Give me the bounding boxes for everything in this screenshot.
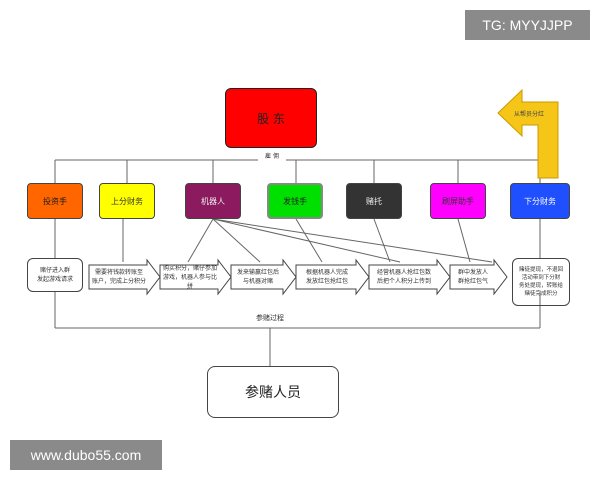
bottom-watermark-text: www.dubo55.com xyxy=(30,447,142,463)
corner-arrow-shape xyxy=(497,88,559,179)
step-1-text: 赌仔进入群 发起游戏请求 xyxy=(36,267,73,283)
step-2-text: 需要将钱款转账至 账户，完成上分积分 xyxy=(91,269,146,285)
step-arrow-5 xyxy=(295,258,370,296)
step-2: 需要将钱款转账至 账户，完成上分积分 xyxy=(91,266,147,288)
step-1: 赌仔进入群 发起游戏请求 xyxy=(27,258,83,292)
shareholder-box: 股 东 xyxy=(225,88,317,148)
step-6: 经营机器人抢红包数 后把个人积分上传到 xyxy=(371,266,437,288)
participants-label: 参赌人员 xyxy=(245,385,301,401)
role-deposit-finance-label: 上分财务 xyxy=(111,196,143,206)
step-7: 群中发放人 群抢红包气 xyxy=(452,266,494,288)
robot-line-c xyxy=(212,218,401,263)
role-investor-label: 投资手 xyxy=(43,196,67,206)
top-watermark: TG: MYYJJPP xyxy=(465,10,590,40)
robot-line-b xyxy=(212,218,261,263)
step-6-text: 经营机器人抢红包数 后把个人积分上传到 xyxy=(376,269,431,285)
shareholder-label: 股 东 xyxy=(257,111,285,126)
role-investor: 投资手 xyxy=(27,183,83,219)
role-robot: 机器人 xyxy=(185,183,241,219)
step-arrow-4 xyxy=(230,258,297,296)
role-money-sender: 发钱手 xyxy=(267,183,323,219)
step-4-text: 发来输赢红包后 与机器对赌 xyxy=(236,269,279,285)
role-spam-helper-label: 刷屏助手 xyxy=(442,196,474,206)
step-4: 发来输赢红包后 与机器对赌 xyxy=(233,266,283,288)
step-arrow-7 xyxy=(449,258,508,296)
robot-line-d xyxy=(212,218,493,263)
spam-line xyxy=(457,218,471,263)
step-arrow-2 xyxy=(88,258,161,296)
corner-arrow-label: 从帮员分红 xyxy=(505,108,553,120)
money-line xyxy=(295,218,323,263)
employ-label-text: 雇 佣 xyxy=(265,152,279,160)
bottom-watermark: www.dubo55.com xyxy=(10,440,162,470)
step-arrow-3 xyxy=(159,258,232,296)
shill-line xyxy=(373,218,391,263)
role-withdraw-finance-label: 下分财务 xyxy=(524,196,556,206)
step-8: 赌徒提现，不退回 活动带到下分财 务处提现，转账给 赌徒完成积分 xyxy=(512,258,570,306)
role-shill-label: 赌托 xyxy=(366,196,382,206)
robot-line-a xyxy=(187,218,214,263)
process-label: 参赌过程 xyxy=(240,312,300,324)
role-robot-label: 机器人 xyxy=(201,196,225,206)
corner-arrow-text: 从帮员分红 xyxy=(513,110,544,118)
process-label-text: 参赌过程 xyxy=(256,313,284,322)
step-5: 根据机器人完成 发放红包抢红包 xyxy=(298,266,356,288)
role-shill: 赌托 xyxy=(346,183,402,219)
step-3-text: 购买积分，赌仔参加 游戏，机器人参与比拼 xyxy=(162,264,217,290)
participants-box: 参赌人员 xyxy=(207,366,339,418)
employ-label: 雇 佣 xyxy=(258,150,286,162)
step-5-text: 根据机器人完成 发放红包抢红包 xyxy=(305,269,348,285)
step-3: 购买积分，赌仔参加 游戏，机器人参与比拼 xyxy=(162,264,218,290)
role-money-sender-label: 发钱手 xyxy=(283,196,307,206)
role-withdraw-finance: 下分财务 xyxy=(510,183,570,219)
top-watermark-text: TG: MYYJJPP xyxy=(482,17,573,33)
step-7-text: 群中发放人 群抢红包气 xyxy=(457,269,488,285)
step-arrow-6 xyxy=(368,258,451,296)
role-spam-helper: 刷屏助手 xyxy=(430,183,486,219)
role-deposit-finance: 上分财务 xyxy=(99,183,155,219)
step-8-text: 赌徒提现，不退回 活动带到下分财 务处提现，转账给 赌徒完成积分 xyxy=(518,267,563,297)
